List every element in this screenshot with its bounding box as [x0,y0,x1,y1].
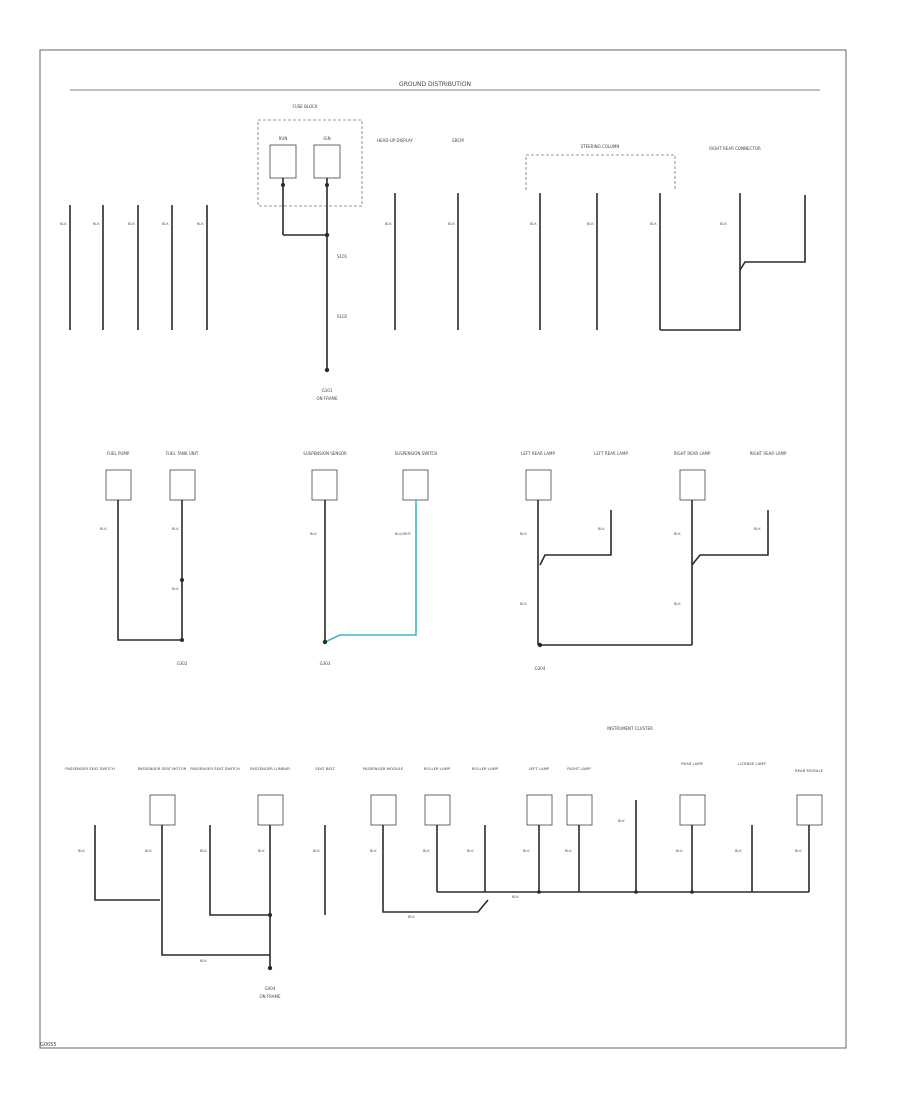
wire-label: BLK [720,222,727,226]
wire-label: BLK [520,602,527,606]
steering-label: STEERING COLUMN [581,144,620,149]
middle-comp-5-label: LEFT REAR LAMP [521,451,555,456]
fuse-block-enclosure [257,119,363,207]
middle-splices [180,578,543,648]
wire-label: BLK [676,849,683,853]
ground-g101-note: ON FRAME [316,396,338,401]
wire-label: BLK [408,915,415,919]
wire-label: BLK [162,222,169,226]
bottom-comp-8-label: ROLLER LAMP [472,766,499,771]
bottom-comp-2-label: PASSENGER SEAT MOTOR [138,766,187,771]
wire-label: BLK [735,849,742,853]
bottom-comp-12-label: LICENSE LAMP [738,761,766,766]
wire-label: BLK [650,222,657,226]
bottom-components [149,794,823,826]
wire-label: BLK [93,222,100,226]
highlighted-wire [324,500,417,643]
wire-label: BLK [598,527,605,531]
bottom-comp-1-label: PASSENGER SEAT SWITCH [65,766,115,771]
wire-label: BLK [370,849,377,853]
wire-label: BLK [795,849,802,853]
wire-label: BLK [60,222,67,226]
fuse-b [313,144,341,179]
ground-g303: G303 [320,661,331,666]
middle-comp-6-label: LEFT REAR LAMP [594,451,628,456]
bottom-comp-5-label: SEAT BELT [315,766,335,771]
hud-label: HEAD-UP DISPLAY [377,138,413,143]
bottom-comp-10-label: RIGHT LAMP [567,766,591,771]
ebcm-label: EBCM [452,138,464,143]
ground-g404-note: ON FRAME [259,994,281,999]
middle-comp-2-label: FUEL TANK UNIT [166,451,199,456]
wire-label: BLK [674,602,681,606]
wire-label: BLK [145,849,152,853]
fuse-block-label: FUSE BLOCK [293,104,318,109]
middle-row-wires [117,500,769,646]
bottom-comp-7-label: ROLLER LAMP [424,766,451,771]
diagram-border [39,49,847,1049]
fuse-b-label: IGN [323,136,330,141]
wire-label: BLK [78,849,85,853]
ground-g304: G304 [535,666,546,671]
bottom-comp-9-label: LEFT LAMP [529,766,550,771]
wire-label: BLK [197,222,204,226]
bottom-row-wires [94,800,810,968]
bottom-comp-4-label: PASSENGER LUMBAR [250,766,290,771]
bottom-comp-11-label: REAR LAMP [681,761,704,766]
middle-components [105,469,706,501]
bottom-splices [267,890,694,971]
wire-label: BLK/WHT [395,532,412,536]
fuse-a [269,144,297,179]
wire-label: BLK [172,527,179,531]
footer-code: G0055 [40,1042,57,1048]
middle-comp-1-label: FUEL PUMP [107,451,130,456]
fuse-a-label: RUN [279,136,288,141]
bottom-header-label: INSTRUMENT CLUSTER [607,726,653,731]
wire-label: BLK [587,222,594,226]
middle-comp-3-label: SUSPENSION SENSOR [303,451,347,456]
wire-label: BLK [467,849,474,853]
steering-bracket [525,154,676,190]
wire-label: BLK [100,527,107,531]
wire-label: BLK [385,222,392,226]
right-rear-label: RIGHT REAR CONNECTOR [709,146,761,151]
bottom-comp-6-label: PASSENGER MODULE [363,766,404,771]
bottom-comp-3-label: PASSENGER SEAT SWITCH [190,766,240,771]
top-splices [281,183,330,373]
wire-label: BLK [512,895,519,899]
middle-comp-7-label: RIGHT REAR LAMP [674,451,711,456]
wire-label: BLK [128,222,135,226]
wire-label: BLK [523,849,530,853]
wire-label: BLK [674,532,681,536]
wire-label: BLK [172,587,179,591]
ground-g101: G101 [322,388,333,393]
diagram-title: GROUND DISTRIBUTION [399,81,471,88]
ground-g302: G302 [177,661,188,666]
wire-label: BLK [565,849,572,853]
ground-g404: G404 [265,986,276,991]
middle-comp-8-label: RIGHT REAR LAMP [750,451,787,456]
splice-s102: S102 [337,314,348,319]
top-row-wires [69,178,806,370]
wire-label: BLK [258,849,265,853]
wire-label: BLK [200,849,207,853]
bottom-comp-13-label: REAR MODULE [795,768,824,773]
wire-label: BLK [530,222,537,226]
wire-label: BLK [200,959,207,963]
wire-label: BLK [754,527,761,531]
wire-label: BLK [520,532,527,536]
wire-label: BLK [310,532,317,536]
wire-label: BLK [448,222,455,226]
middle-comp-4-label: SUSPENSION SWITCH [395,451,438,456]
wire-label: BLK [423,849,430,853]
wire-label: BLK [313,849,320,853]
splice-s101: S101 [337,254,348,259]
wire-label: BLK [618,819,625,823]
